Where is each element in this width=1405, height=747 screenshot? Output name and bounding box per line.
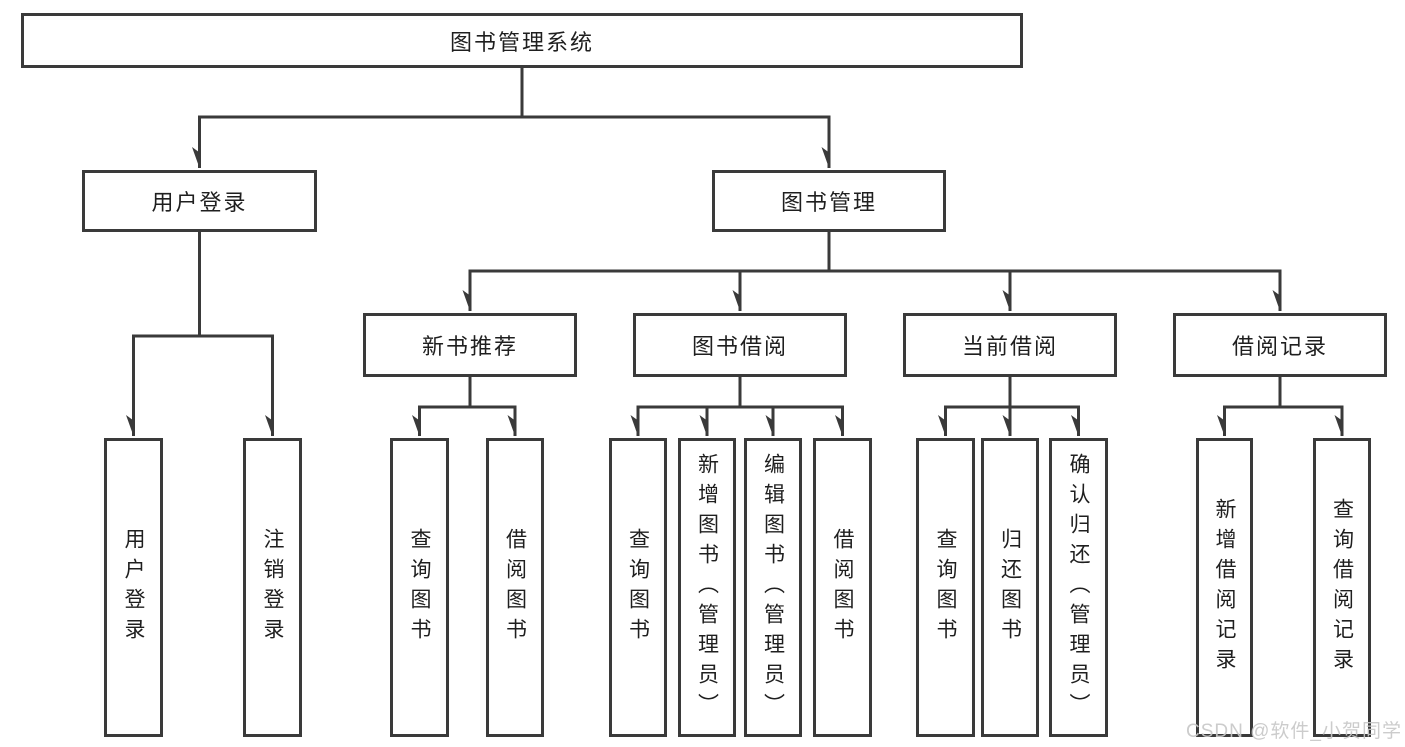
node-root-system: 图书管理系统 (21, 13, 1023, 68)
leaf-label: 新增图书（管理员） (695, 452, 719, 723)
leaf-return-books: 归还图书 (981, 438, 1039, 737)
leaf-label: 查询图书 (626, 527, 650, 648)
leaf-query-books-3: 查询图书 (916, 438, 975, 737)
leaf-query-books-2: 查询图书 (609, 438, 667, 737)
csdn-watermark: CSDN @软件_小贺同学 (1186, 721, 1402, 742)
leaf-logout: 注销登录 (243, 438, 302, 737)
leaf-label: 归还图书 (998, 527, 1022, 648)
leaf-label: 新增借阅记录 (1213, 497, 1236, 678)
leaf-label: 编辑图书（管理员） (761, 452, 785, 723)
leaf-user-login: 用户登录 (104, 438, 163, 737)
node-book-borrow: 图书借阅 (633, 313, 847, 377)
leaf-label: 借阅图书 (503, 527, 527, 648)
leaf-borrow-books-2: 借阅图书 (813, 438, 872, 737)
node-borrow-records: 借阅记录 (1173, 313, 1387, 377)
leaf-label: 借阅图书 (831, 527, 854, 648)
node-new-book-recommend: 新书推荐 (363, 313, 577, 377)
leaf-query-borrow-record: 查询借阅记录 (1313, 438, 1371, 737)
node-book-management: 图书管理 (712, 170, 946, 232)
node-user-login: 用户登录 (82, 170, 317, 232)
leaf-edit-books-admin: 编辑图书（管理员） (744, 438, 802, 737)
leaf-label: 查询借阅记录 (1330, 497, 1354, 678)
leaf-confirm-return-admin: 确认归还（管理员） (1049, 438, 1108, 737)
leaf-label: 查询图书 (408, 527, 431, 648)
leaf-label: 确认归还（管理员） (1067, 452, 1090, 723)
leaf-add-books-admin: 新增图书（管理员） (678, 438, 736, 737)
leaf-query-books-1: 查询图书 (390, 438, 449, 737)
leaf-label: 用户登录 (122, 527, 145, 648)
leaf-label: 注销登录 (261, 527, 284, 648)
leaf-borrow-books-1: 借阅图书 (486, 438, 544, 737)
leaf-add-borrow-record: 新增借阅记录 (1196, 438, 1253, 737)
leaf-label: 查询图书 (934, 527, 957, 648)
node-current-borrow: 当前借阅 (903, 313, 1117, 377)
